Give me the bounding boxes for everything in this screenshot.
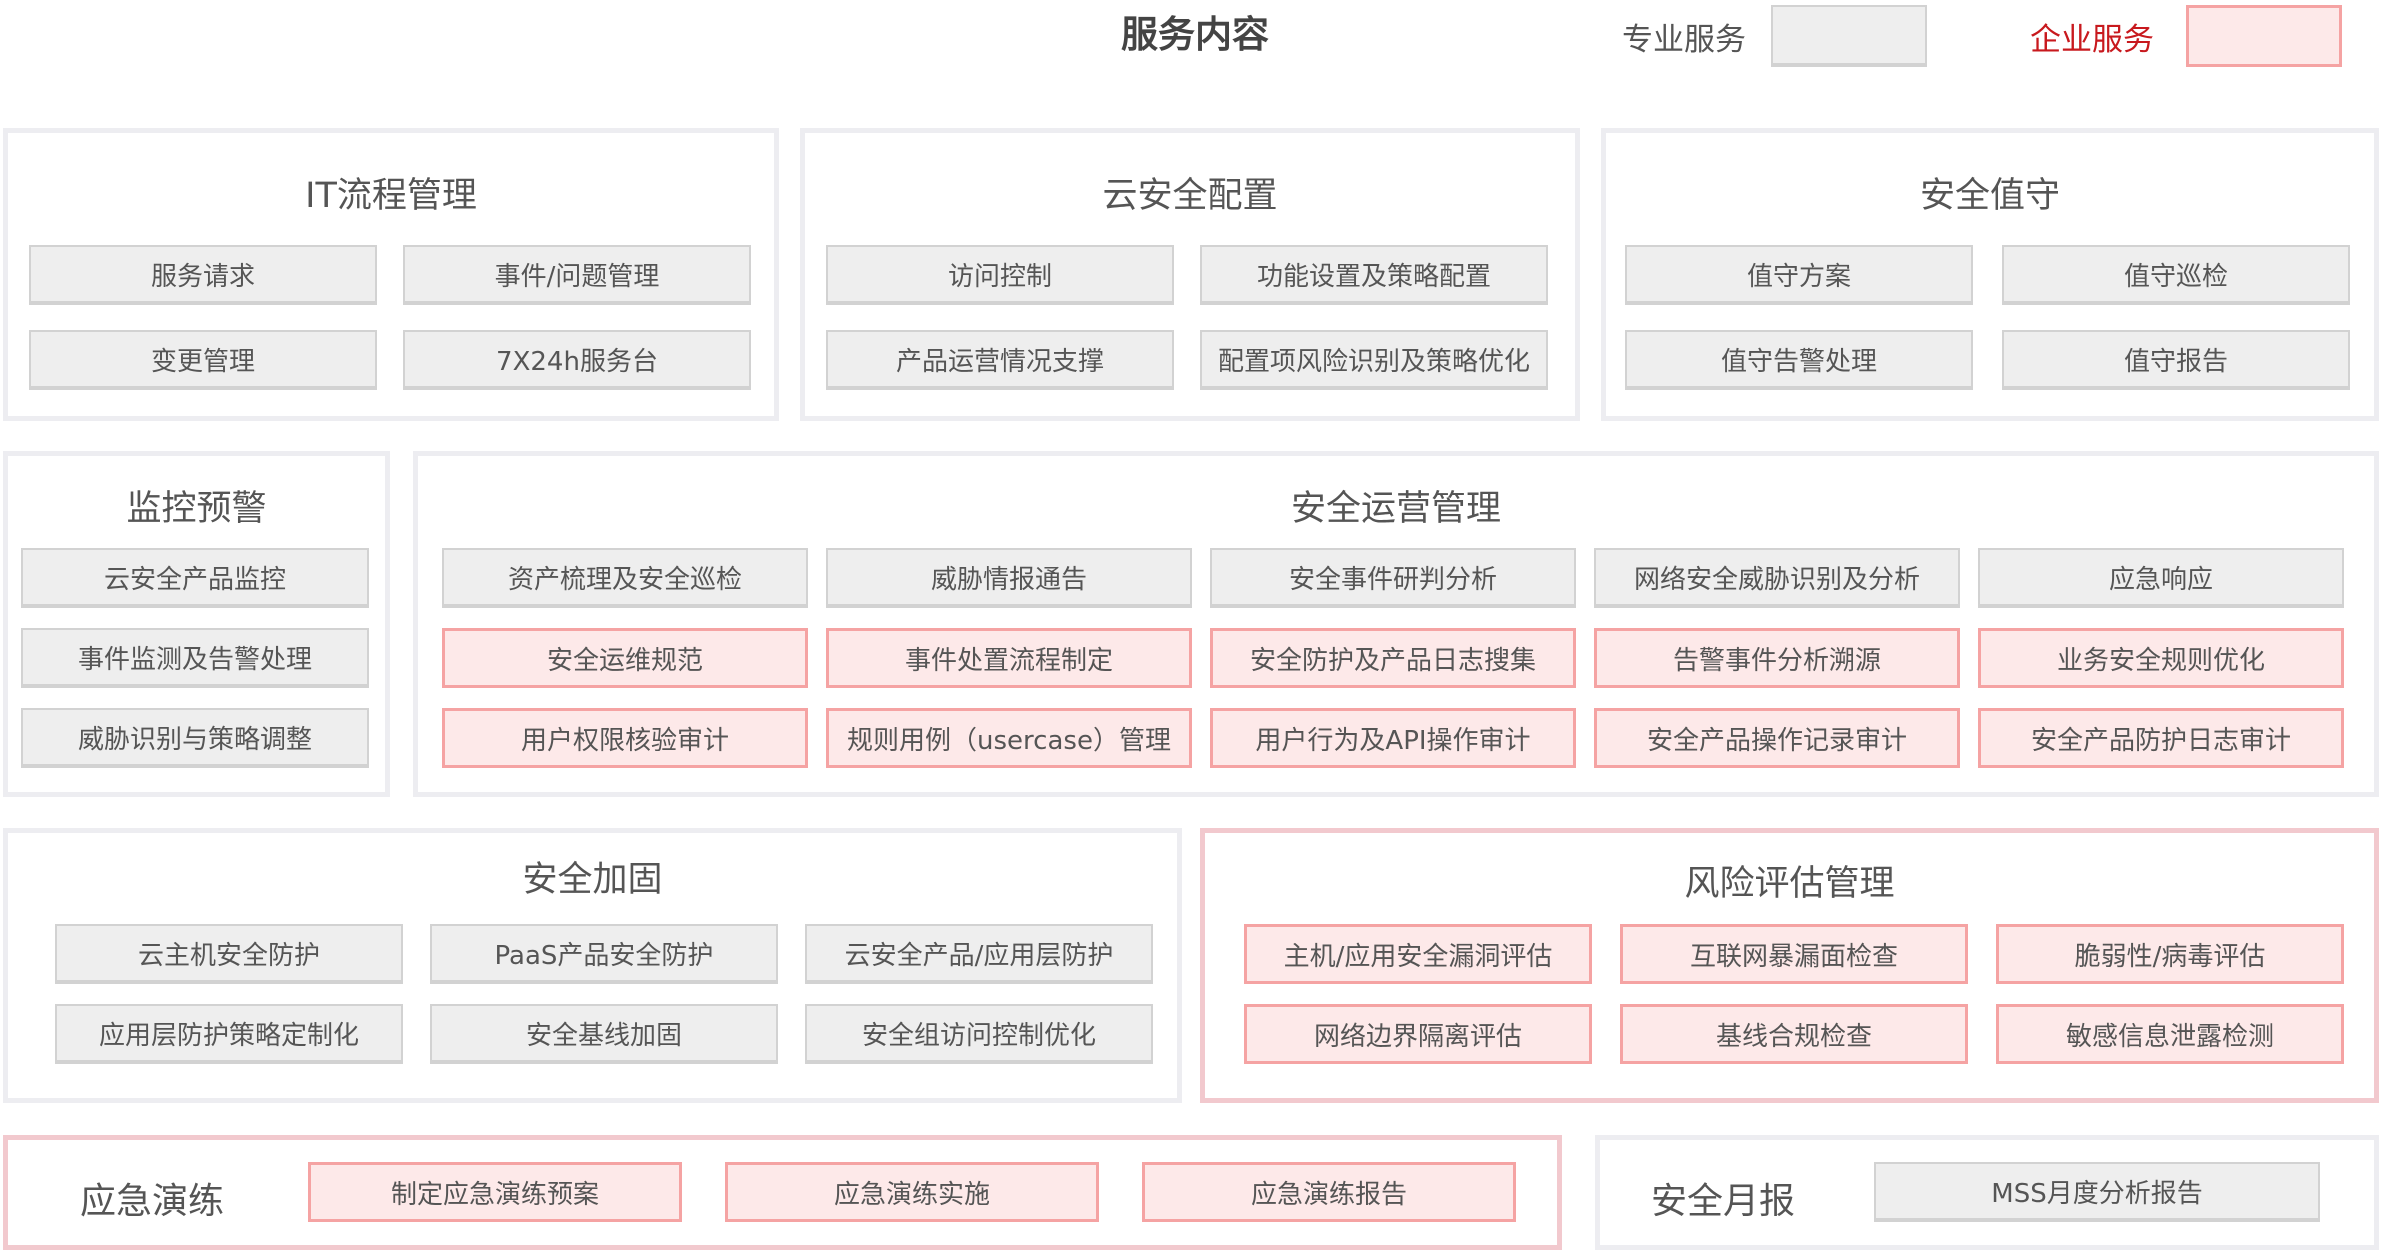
cloud-items: 访问控制功能设置及策略配置产品运营情况支撑配置项风险识别及策略优化	[826, 245, 1548, 390]
monitor-service-button[interactable]: 事件监测及告警处理	[21, 628, 369, 688]
harden-service-button[interactable]: 云主机安全防护	[55, 924, 403, 984]
legend-ent-swatch	[2186, 5, 2342, 67]
monitor-service-button[interactable]: 云安全产品监控	[21, 548, 369, 608]
panel-harden: 安全加固 云主机安全防护 PaaS产品安全防护云安全产品/应用层防护应用层防护策略…	[3, 828, 1182, 1103]
secops-service-button[interactable]: 安全运维规范	[442, 628, 808, 688]
secops-service-button[interactable]: 事件处置流程制定	[826, 628, 1192, 688]
panel-title: 云安全配置	[1102, 176, 1278, 216]
drill-items: 制定应急演练预案应急演练实施应急演练报告	[308, 1162, 1516, 1222]
duty-service-button[interactable]: 值守报告	[2002, 330, 2350, 390]
drill-service-button[interactable]: 制定应急演练预案	[308, 1162, 682, 1222]
panel-title: 监控预警	[126, 489, 267, 529]
panel-title: 安全运营管理	[1290, 489, 1501, 529]
panel-title: IT流程管理	[305, 176, 477, 216]
drill-service-button[interactable]: 应急演练实施	[725, 1162, 1099, 1222]
duty-service-button[interactable]: 值守巡检	[2002, 245, 2350, 305]
secops-service-button[interactable]: 规则用例（usercase）管理	[826, 708, 1192, 768]
cloud-service-button[interactable]: 产品运营情况支撑	[826, 330, 1174, 390]
it-service-button[interactable]: 事件/问题管理	[403, 245, 751, 305]
harden-service-button[interactable]: 安全组访问控制优化	[805, 1004, 1153, 1064]
duty-items: 值守方案值守巡检值守告警处理值守报告	[1625, 245, 2350, 390]
panel-monthly: 安全月报 MSS月度分析报告	[1595, 1135, 2379, 1250]
panel-it: IT流程管理 服务请求事件/问题管理变更管理 7X24h服务台	[3, 128, 779, 421]
secops-service-button[interactable]: 用户行为及API操作审计	[1210, 708, 1576, 768]
panel-title: 应急演练	[80, 1181, 225, 1222]
legend-pro-swatch	[1771, 5, 1927, 67]
secops-items: 资产梳理及安全巡检威胁情报通告安全事件研判分析网络安全威胁识别及分析应急响应安全…	[442, 548, 2344, 768]
harden-service-button[interactable]: 安全基线加固	[430, 1004, 778, 1064]
risk-service-button[interactable]: 互联网暴漏面检查	[1620, 924, 1968, 984]
risk-service-button[interactable]: 主机/应用安全漏洞评估	[1244, 924, 1592, 984]
secops-service-button[interactable]: 安全产品操作记录审计	[1594, 708, 1960, 768]
monitor-items: 云安全产品监控事件监测及告警处理威胁识别与策略调整	[21, 548, 369, 768]
panel-monitor: 监控预警 云安全产品监控事件监测及告警处理威胁识别与策略调整	[3, 451, 390, 797]
secops-service-button[interactable]: 资产梳理及安全巡检	[442, 548, 808, 608]
risk-service-button[interactable]: 脆弱性/病毒评估	[1996, 924, 2344, 984]
it-service-button[interactable]: 7X24h服务台	[403, 330, 751, 390]
cloud-service-button[interactable]: 功能设置及策略配置	[1200, 245, 1548, 305]
secops-service-button[interactable]: 应急响应	[1978, 548, 2344, 608]
harden-service-button[interactable]: PaaS产品安全防护	[430, 924, 778, 984]
secops-service-button[interactable]: 安全产品防护日志审计	[1978, 708, 2344, 768]
harden-service-button[interactable]: 云安全产品/应用层防护	[805, 924, 1153, 984]
legend-pro-label: 专业服务	[1622, 22, 1746, 58]
cloud-service-button[interactable]: 配置项风险识别及策略优化	[1200, 330, 1548, 390]
secops-service-button[interactable]: 安全防护及产品日志搜集	[1210, 628, 1576, 688]
it-service-button[interactable]: 变更管理	[29, 330, 377, 390]
panel-secops: 安全运营管理 资产梳理及安全巡检威胁情报通告安全事件研判分析网络安全威胁识别及分…	[413, 451, 2379, 797]
panel-risk: 风险评估管理 主机/应用安全漏洞评估互联网暴漏面检查脆弱性/病毒评估网络边界隔离…	[1200, 828, 2379, 1103]
secops-service-button[interactable]: 安全事件研判分析	[1210, 548, 1576, 608]
monthly-items: MSS月度分析报告	[1874, 1162, 2320, 1222]
risk-service-button[interactable]: 网络边界隔离评估	[1244, 1004, 1592, 1064]
panel-title: 安全加固	[522, 860, 663, 900]
panel-title: 安全值守	[1919, 176, 2060, 216]
page-title: 服务内容	[1121, 13, 1269, 56]
secops-service-button[interactable]: 业务安全规则优化	[1978, 628, 2344, 688]
cloud-service-button[interactable]: 访问控制	[826, 245, 1174, 305]
risk-service-button[interactable]: 基线合规检查	[1620, 1004, 1968, 1064]
duty-service-button[interactable]: 值守告警处理	[1625, 330, 1973, 390]
monitor-service-button[interactable]: 威胁识别与策略调整	[21, 708, 369, 768]
secops-service-button[interactable]: 网络安全威胁识别及分析	[1594, 548, 1960, 608]
panel-duty: 安全值守 值守方案值守巡检值守告警处理值守报告	[1601, 128, 2379, 421]
monthly-service-button[interactable]: MSS月度分析报告	[1874, 1162, 2320, 1222]
panel-title: 安全月报	[1651, 1181, 1796, 1222]
panel-title: 风险评估管理	[1684, 864, 1895, 904]
it-service-button[interactable]: 服务请求	[29, 245, 377, 305]
legend-ent-label: 企业服务	[2030, 22, 2154, 58]
risk-items: 主机/应用安全漏洞评估互联网暴漏面检查脆弱性/病毒评估网络边界隔离评估基线合规检…	[1244, 924, 2344, 1064]
harden-service-button[interactable]: 应用层防护策略定制化	[55, 1004, 403, 1064]
drill-service-button[interactable]: 应急演练报告	[1142, 1162, 1516, 1222]
risk-service-button[interactable]: 敏感信息泄露检测	[1996, 1004, 2344, 1064]
panel-drill: 应急演练 制定应急演练预案应急演练实施应急演练报告	[3, 1135, 1562, 1250]
duty-service-button[interactable]: 值守方案	[1625, 245, 1973, 305]
secops-service-button[interactable]: 威胁情报通告	[826, 548, 1192, 608]
secops-service-button[interactable]: 用户权限核验审计	[442, 708, 808, 768]
it-items: 服务请求事件/问题管理变更管理 7X24h服务台	[29, 245, 751, 390]
panel-cloud: 云安全配置 访问控制功能设置及策略配置产品运营情况支撑配置项风险识别及策略优化	[800, 128, 1580, 421]
secops-service-button[interactable]: 告警事件分析溯源	[1594, 628, 1960, 688]
